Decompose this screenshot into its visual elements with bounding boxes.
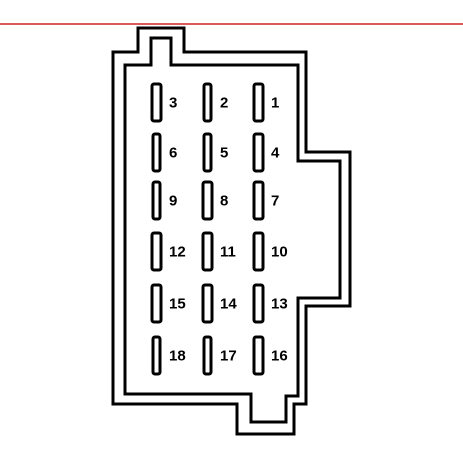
pin-slot — [252, 231, 265, 272]
pin-label: 5 — [220, 145, 228, 162]
pin-slot — [150, 231, 163, 272]
pin-slot — [150, 283, 163, 324]
pin-slot — [151, 132, 162, 173]
pin-slot — [202, 335, 213, 376]
pin-8: 8 — [201, 180, 228, 221]
pin-slot — [201, 231, 214, 272]
pin-label: 16 — [271, 348, 288, 365]
pin-slot — [252, 180, 265, 221]
pin-5: 5 — [202, 132, 228, 173]
pin-13: 13 — [252, 283, 288, 324]
pin-slot — [252, 82, 265, 123]
pin-slot — [202, 132, 213, 173]
pin-slot — [150, 82, 163, 123]
pin-label: 3 — [169, 95, 177, 112]
pin-label: 6 — [169, 145, 177, 162]
pin-label: 17 — [220, 348, 237, 365]
pin-label: 12 — [169, 244, 186, 261]
pin-15: 15 — [150, 283, 186, 324]
pin-18: 18 — [151, 335, 186, 376]
pin-slot — [151, 180, 162, 221]
pin-2: 2 — [202, 82, 228, 123]
pin-1: 1 — [252, 82, 279, 123]
pin-slot — [252, 283, 265, 324]
pin-17: 17 — [202, 335, 237, 376]
pin-label: 18 — [169, 348, 186, 365]
pin-label: 15 — [169, 296, 186, 313]
pin-slot — [202, 82, 213, 123]
pin-slot — [252, 335, 265, 376]
pin-4: 4 — [252, 132, 280, 173]
pin-3: 3 — [150, 82, 177, 123]
pin-16: 16 — [252, 335, 288, 376]
pin-label: 14 — [220, 296, 237, 313]
pin-7: 7 — [252, 180, 279, 221]
pin-label: 1 — [271, 95, 279, 112]
pin-slot — [151, 335, 162, 376]
pin-12: 12 — [150, 231, 186, 272]
pin-label: 2 — [220, 95, 228, 112]
pin-14: 14 — [201, 283, 237, 324]
connector-housing-outer — [111, 26, 352, 436]
pin-6: 6 — [151, 132, 177, 173]
connector-housing-inner — [123, 36, 342, 424]
pin-label: 10 — [271, 244, 288, 261]
pin-label: 13 — [271, 296, 288, 313]
pin-slot — [252, 132, 265, 173]
pin-label: 7 — [271, 193, 279, 210]
pin-label: 9 — [169, 193, 177, 210]
pin-slot — [201, 283, 214, 324]
pin-9: 9 — [151, 180, 177, 221]
pin-label: 8 — [220, 193, 228, 210]
pin-11: 11 — [201, 231, 236, 272]
pin-label: 11 — [220, 244, 236, 261]
pin-slot — [201, 180, 214, 221]
pin-label: 4 — [271, 145, 280, 162]
pin-10: 10 — [252, 231, 288, 272]
